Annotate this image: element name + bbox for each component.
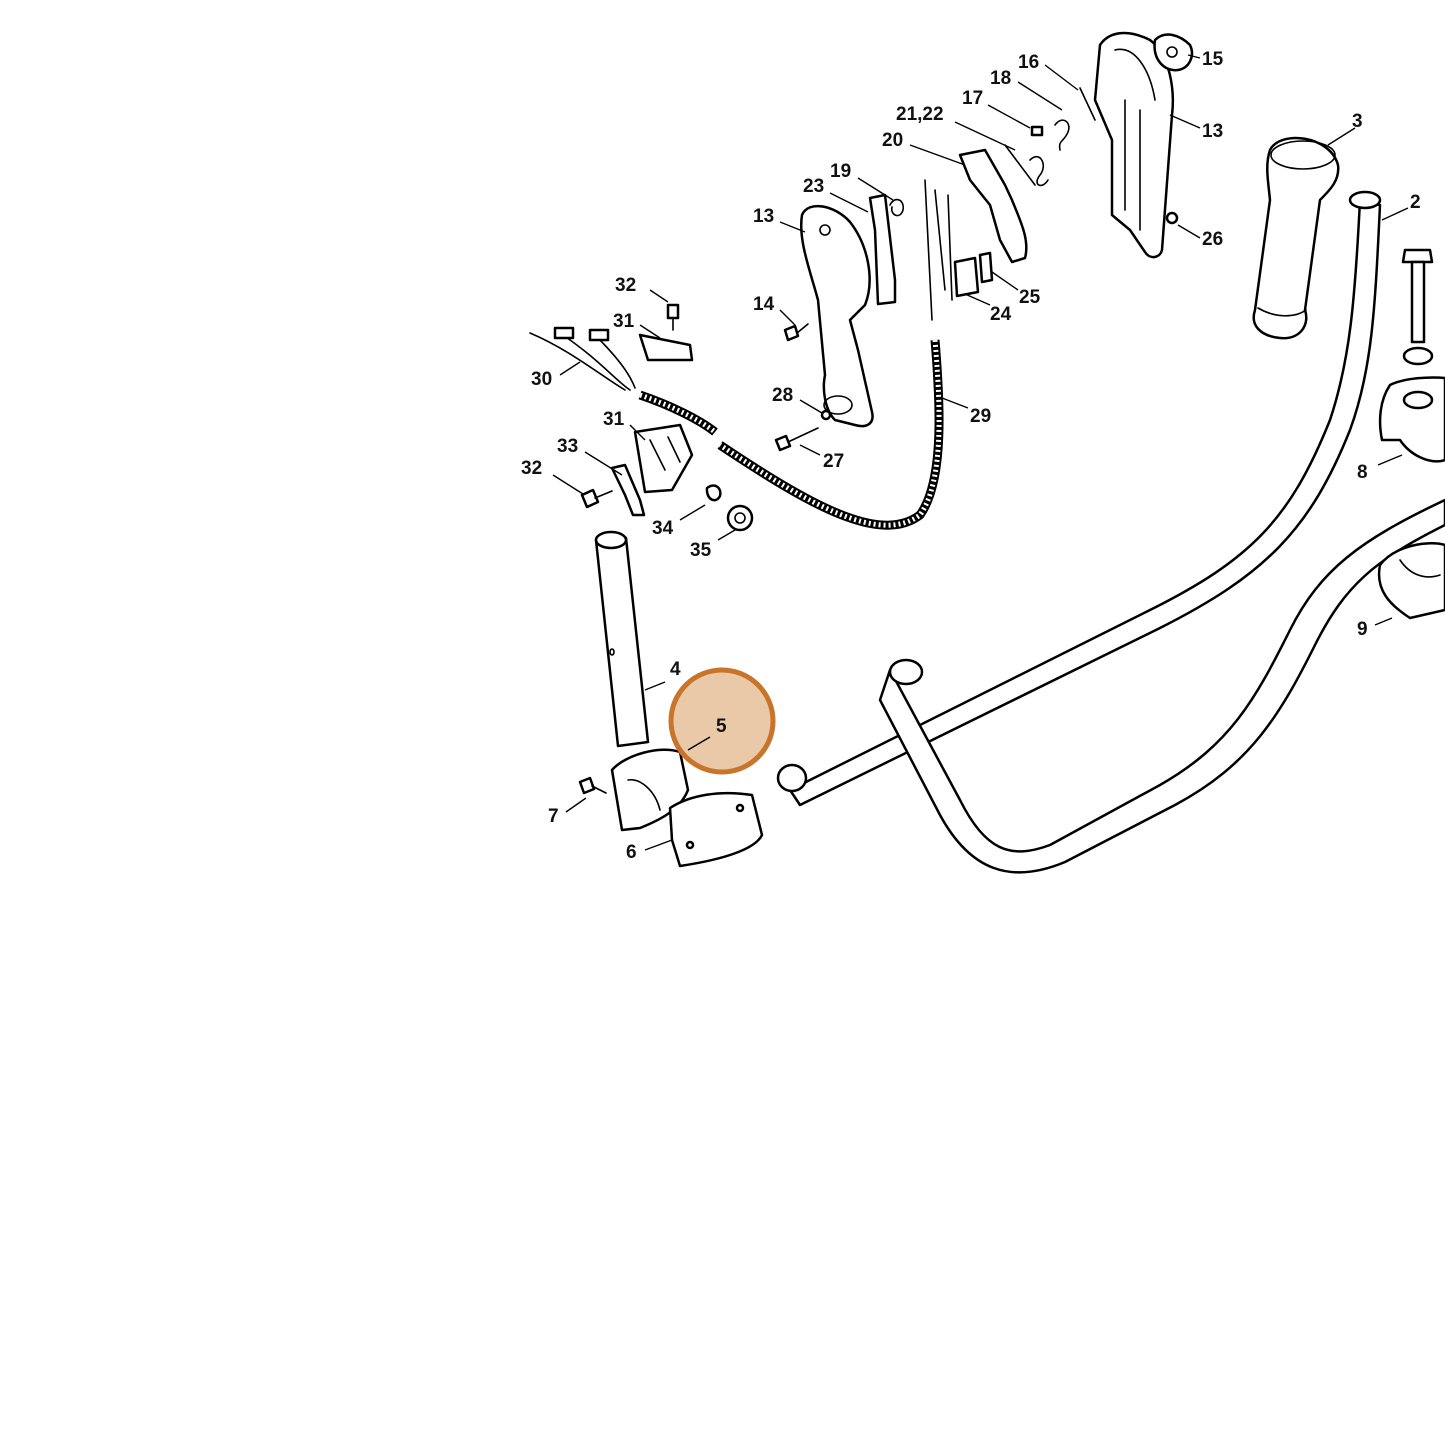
handle-housing-right — [1093, 31, 1175, 259]
handle-housing-left — [800, 204, 874, 428]
clamp-lower — [1377, 541, 1445, 620]
clamp-6 — [668, 791, 764, 868]
label-3: 3 — [1352, 111, 1363, 132]
label-28: 28 — [772, 385, 793, 406]
label-20: 20 — [882, 130, 903, 151]
label-30: 30 — [531, 369, 552, 390]
label-33: 33 — [557, 436, 578, 457]
lower-u-tube — [878, 498, 1445, 874]
label-8: 8 — [1357, 462, 1368, 483]
label-4: 4 — [670, 659, 681, 680]
label-31-upper: 31 — [613, 311, 635, 332]
springs — [1004, 87, 1179, 225]
label-6: 6 — [626, 842, 637, 863]
screw-7 — [578, 776, 607, 795]
spring-19 — [889, 198, 905, 217]
label-15: 15 — [1202, 49, 1224, 70]
label-27: 27 — [823, 451, 844, 472]
part-labels: 3 2 15 16 18 17 21,22 20 13 19 23 13 26 … — [521, 49, 1421, 863]
label-23: 23 — [803, 176, 824, 197]
clamp-upper — [1378, 376, 1445, 463]
wiring-harness — [529, 326, 718, 436]
label-5: 5 — [716, 716, 727, 737]
switch-lower — [610, 423, 694, 517]
label-18: 18 — [990, 68, 1011, 89]
bolt — [1401, 248, 1434, 366]
screws — [580, 323, 832, 532]
contact-plate — [953, 251, 994, 298]
label-16: 16 — [1018, 52, 1039, 73]
handlebar-tube — [776, 190, 1382, 807]
label-17: 17 — [962, 88, 983, 109]
switch-upper — [638, 303, 694, 362]
label-13-right: 13 — [1202, 121, 1223, 142]
label-25: 25 — [1019, 287, 1041, 308]
label-26: 26 — [1202, 229, 1223, 250]
label-7: 7 — [548, 806, 559, 827]
label-29: 29 — [970, 406, 991, 427]
label-32-lower: 32 — [521, 458, 542, 479]
label-19: 19 — [830, 161, 851, 182]
label-24: 24 — [990, 304, 1012, 325]
highlight-callout — [668, 667, 776, 775]
leader-lines — [552, 54, 1409, 851]
label-32-upper: 32 — [615, 275, 636, 296]
label-9: 9 — [1357, 619, 1368, 640]
label-31-lower: 31 — [603, 409, 625, 430]
label-13-left: 13 — [753, 206, 774, 227]
knob — [1153, 33, 1194, 72]
label-34: 34 — [652, 518, 674, 539]
grip — [1252, 136, 1340, 340]
throttle-trigger — [958, 148, 1028, 264]
throttle-cable — [717, 179, 953, 530]
label-14: 14 — [753, 294, 775, 315]
label-21-22: 21,22 — [896, 104, 944, 125]
tube-4 — [594, 530, 650, 748]
label-35: 35 — [690, 540, 712, 561]
label-2: 2 — [1410, 192, 1421, 213]
